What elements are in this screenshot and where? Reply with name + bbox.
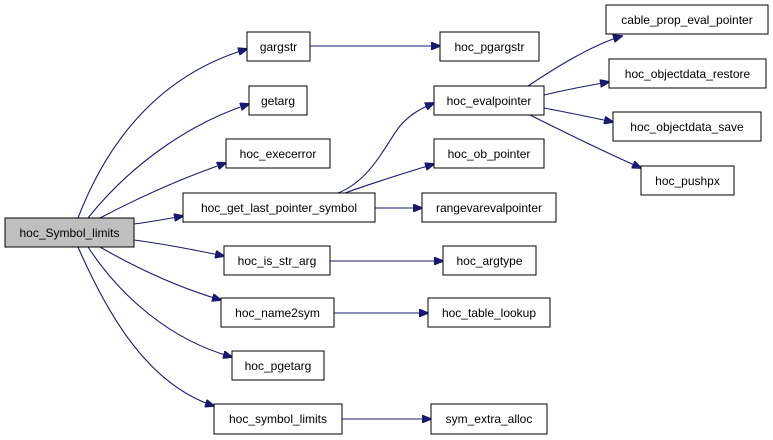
node-label: hoc_table_lookup (442, 306, 536, 320)
node-label: hoc_is_str_arg (238, 254, 317, 268)
node-hoc_ob_pointer[interactable]: hoc_ob_pointer (433, 138, 545, 169)
node-label: hoc_symbol_limits (229, 412, 327, 426)
edge-hoc_Symbol_limits-gargstr (77, 49, 247, 219)
node-label: hoc_name2sym (235, 306, 320, 320)
node-hoc_pushpx[interactable]: hoc_pushpx (640, 165, 735, 196)
node-hoc_objectdata_restore[interactable]: hoc_objectdata_restore (608, 58, 767, 89)
node-hoc_objectdata_save[interactable]: hoc_objectdata_save (612, 111, 762, 142)
edge-hoc_get_last_pointer_symbol-hoc_ob_pointer (344, 164, 434, 194)
edge-hoc_get_last_pointer_symbol-hoc_evalpointer (337, 103, 434, 194)
node-label: hoc_ob_pointer (448, 147, 531, 161)
node-hoc_Symbol_limits[interactable]: hoc_Symbol_limits (4, 217, 135, 248)
edge-hoc_Symbol_limits-hoc_is_str_arg (133, 239, 224, 256)
edge-hoc_Symbol_limits-getarg (87, 104, 249, 219)
node-gargstr[interactable]: gargstr (246, 31, 311, 62)
node-rangevarevalpointer[interactable]: rangevarevalpointer (421, 192, 557, 223)
node-label: rangevarevalpointer (436, 201, 542, 215)
node-hoc_name2sym[interactable]: hoc_name2sym (220, 297, 335, 328)
node-label: hoc_execerror (240, 147, 317, 161)
edge-hoc_Symbol_limits-hoc_pgetarg (87, 246, 232, 357)
node-label: gargstr (260, 40, 297, 54)
node-hoc_pgargstr[interactable]: hoc_pgargstr (439, 31, 540, 62)
node-label: hoc_evalpointer (447, 94, 532, 108)
edge-hoc_evalpointer-hoc_objectdata_restore (543, 82, 609, 96)
node-label: hoc_pgargstr (454, 40, 524, 54)
edge-hoc_evalpointer-hoc_objectdata_save (543, 107, 613, 122)
node-label: sym_extra_alloc (446, 412, 533, 426)
node-hoc_get_last_pointer_symbol[interactable]: hoc_get_last_pointer_symbol (182, 192, 376, 223)
node-hoc_pgetarg[interactable]: hoc_pgetarg (231, 350, 325, 381)
node-label: hoc_get_last_pointer_symbol (201, 201, 357, 215)
edge-hoc_Symbol_limits-hoc_get_last_pointer_symbol (133, 216, 183, 225)
node-label: getarg (261, 94, 295, 108)
node-getarg[interactable]: getarg (248, 85, 308, 116)
edge-hoc_Symbol_limits-hoc_name2sym (99, 246, 221, 300)
node-label: cable_prop_eval_pointer (621, 13, 752, 27)
node-label: hoc_pgetarg (245, 359, 312, 373)
node-label: hoc_argtype (456, 254, 522, 268)
node-hoc_table_lookup[interactable]: hoc_table_lookup (427, 297, 551, 328)
edge-hoc_Symbol_limits-hoc_execerror (99, 163, 226, 219)
edge-hoc_evalpointer-cable_prop_eval_pointer (527, 36, 622, 87)
node-label: hoc_objectdata_save (630, 120, 744, 134)
node-label: hoc_pushpx (655, 174, 720, 188)
edge-hoc_evalpointer-hoc_pushpx (527, 113, 641, 168)
node-hoc_execerror[interactable]: hoc_execerror (225, 138, 331, 169)
edge-hoc_Symbol_limits-hoc_symbol_limits (77, 246, 214, 406)
node-hoc_argtype[interactable]: hoc_argtype (442, 245, 537, 276)
node-cable_prop_eval_pointer[interactable]: cable_prop_eval_pointer (605, 4, 769, 35)
node-hoc_evalpointer[interactable]: hoc_evalpointer (433, 85, 545, 116)
edges (77, 36, 641, 419)
node-sym_extra_alloc[interactable]: sym_extra_alloc (430, 403, 548, 435)
node-hoc_symbol_limits[interactable]: hoc_symbol_limits (213, 403, 343, 435)
node-hoc_is_str_arg[interactable]: hoc_is_str_arg (223, 245, 331, 276)
node-label: hoc_objectdata_restore (625, 67, 751, 81)
node-label: hoc_Symbol_limits (19, 226, 119, 240)
